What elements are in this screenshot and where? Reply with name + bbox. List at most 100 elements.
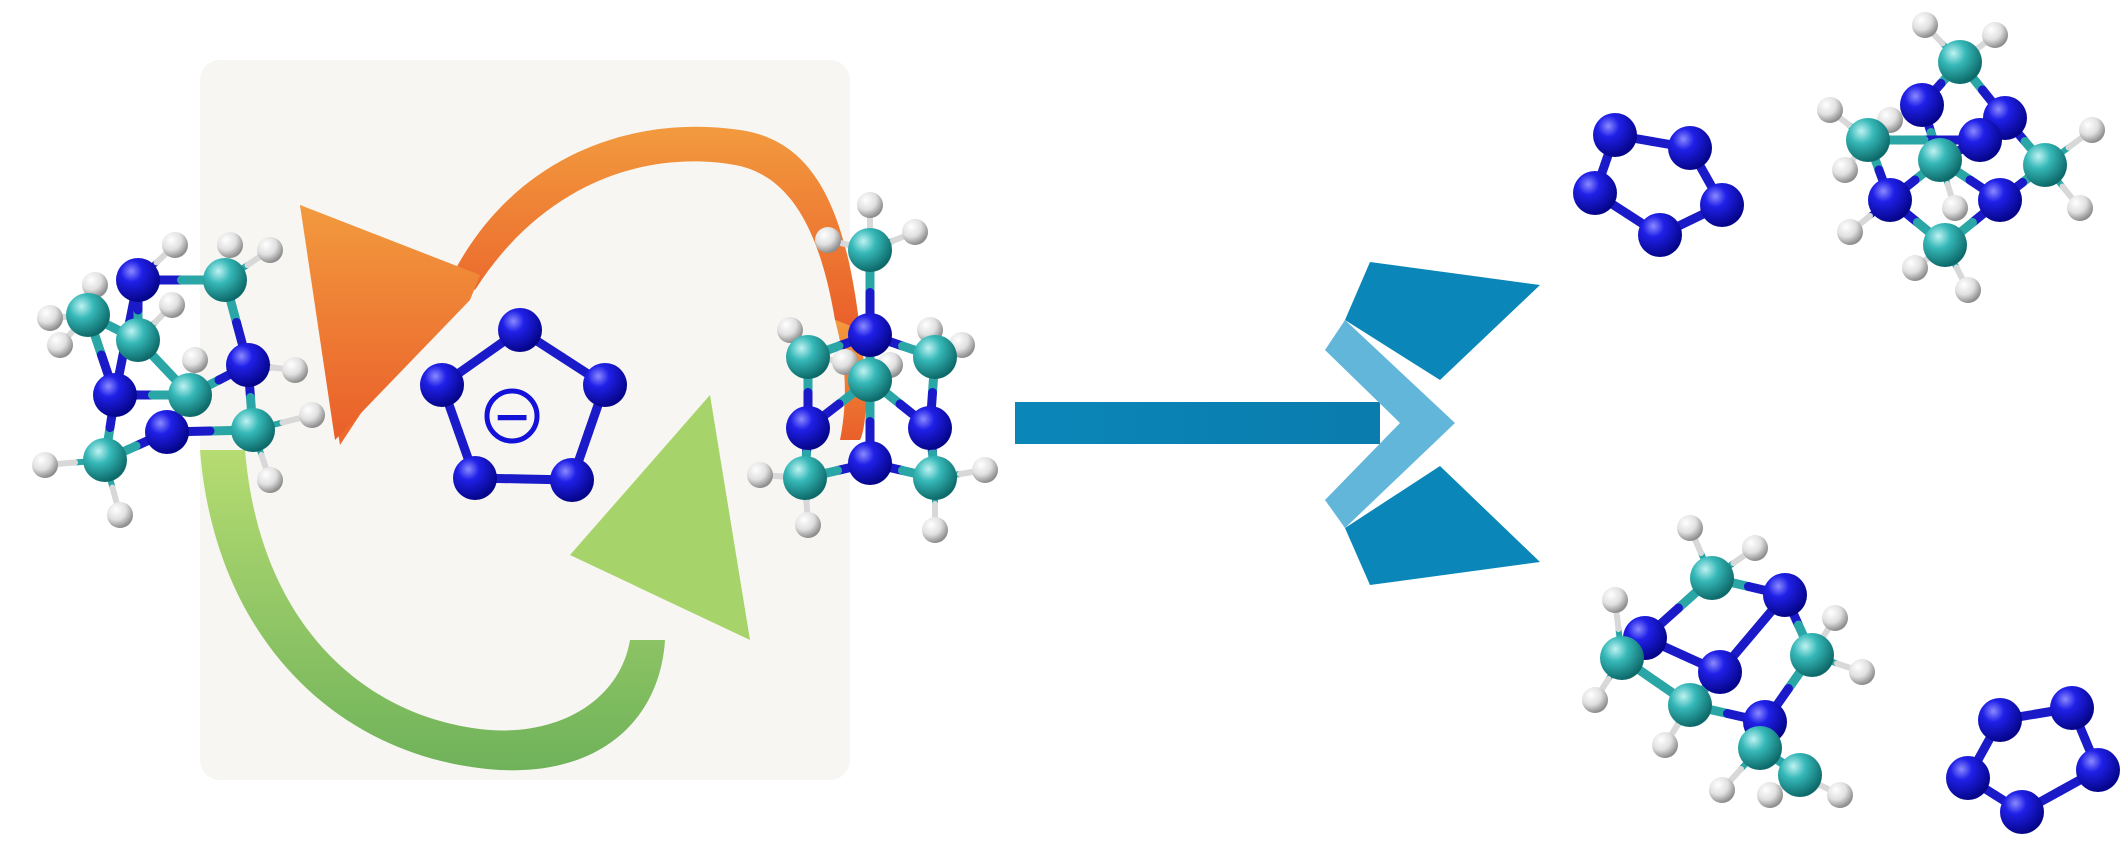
- carbon-atom: [913, 456, 957, 500]
- hydrogen-atom: [815, 227, 841, 253]
- hydrogen-atom: [82, 272, 108, 298]
- hydrogen-atom: [1822, 605, 1848, 631]
- hydrogen-atom: [1817, 97, 1843, 123]
- nitrogen-atom: [498, 308, 542, 352]
- charge-symbol: −: [493, 389, 532, 443]
- hydrogen-atom: [1757, 782, 1783, 808]
- nitrogen-atom: [145, 410, 189, 454]
- carbon-atom: [1738, 726, 1782, 770]
- hydrogen-atom: [1677, 515, 1703, 541]
- pentazolate-anion: [420, 308, 627, 502]
- nitrogen-atom: [550, 458, 594, 502]
- cation-left: [32, 232, 325, 528]
- cation-product-bottom: [1582, 515, 1875, 808]
- nitrogen-atom: [2000, 790, 2044, 834]
- hydrogen-atom: [902, 219, 928, 245]
- nitrogen-atom: [1900, 83, 1944, 127]
- nitrogen-atom: [1958, 118, 2002, 162]
- hydrogen-atom: [1902, 255, 1928, 281]
- carbon-atom: [66, 293, 110, 337]
- carbon-atom: [1918, 138, 1962, 182]
- carbon-atom: [1600, 636, 1644, 680]
- hydrogen-atom: [1942, 195, 1968, 221]
- nitrogen-atom: [116, 258, 160, 302]
- split-arrow-lower-head: [1345, 466, 1540, 585]
- carbon-atom: [1778, 753, 1822, 797]
- hydrogen-atom: [1582, 687, 1608, 713]
- hydrogen-atom: [37, 305, 63, 331]
- nitrogen-atom: [1978, 178, 2022, 222]
- nitrogen-atom: [2076, 748, 2120, 792]
- carbon-atom: [1690, 556, 1734, 600]
- carbon-atom: [83, 438, 127, 482]
- hydrogen-atom: [1652, 732, 1678, 758]
- hydrogen-atom: [2067, 195, 2093, 221]
- carbon-atom: [231, 408, 275, 452]
- carbon-atom: [848, 228, 892, 272]
- hydrogen-atom: [747, 462, 773, 488]
- carbon-atom: [1923, 223, 1967, 267]
- nitrogen-atom: [1698, 650, 1742, 694]
- nitrogen-atom: [848, 313, 892, 357]
- carbon-atom: [116, 318, 160, 362]
- hydrogen-atom: [107, 502, 133, 528]
- hydrogen-atom: [162, 232, 188, 258]
- nitrogen-atom: [1700, 183, 1744, 227]
- nitrogen-atom: [848, 441, 892, 485]
- hydrogen-atom: [857, 192, 883, 218]
- cation-right: [747, 192, 998, 543]
- hydrogen-atom: [1912, 12, 1938, 38]
- hydrogen-atom: [1832, 157, 1858, 183]
- nitrogen-atom: [420, 363, 464, 407]
- hydrogen-atom: [299, 402, 325, 428]
- carbon-atom: [848, 358, 892, 402]
- nitrogen-atom: [583, 363, 627, 407]
- carbon-atom: [1846, 118, 1890, 162]
- nitrogen-atom: [1668, 126, 1712, 170]
- green-cycle-arrow: [200, 395, 750, 771]
- carbon-atom: [203, 258, 247, 302]
- charge-circle: [484, 388, 540, 444]
- nitrogen-atom: [1573, 171, 1617, 215]
- hydrogen-atom: [1837, 219, 1863, 245]
- hydrogen-atom: [795, 512, 821, 538]
- hydrogen-atom: [777, 317, 803, 343]
- hydrogen-atom: [182, 347, 208, 373]
- hydrogen-atom: [1827, 782, 1853, 808]
- hydrogen-atom: [972, 457, 998, 483]
- carbon-atom: [1668, 683, 1712, 727]
- nitrogen-atom: [1638, 213, 1682, 257]
- hydrogen-atom: [1849, 659, 1875, 685]
- carbon-atom: [168, 373, 212, 417]
- hydrogen-atom: [257, 237, 283, 263]
- split-arrow-light-chevron: [1325, 320, 1455, 528]
- hydrogen-atom: [1742, 535, 1768, 561]
- carbon-atom: [783, 456, 827, 500]
- hydrogen-atom: [159, 292, 185, 318]
- hydrogen-atom: [2079, 117, 2105, 143]
- carbon-atom: [913, 335, 957, 379]
- hydrogen-atom: [282, 357, 308, 383]
- nitrogen-atom: [1593, 113, 1637, 157]
- split-arrow-upper-head: [1345, 262, 1540, 380]
- hydrogen-atom: [1709, 777, 1735, 803]
- nitrogen-atom: [93, 373, 137, 417]
- nitrogen-atom: [908, 406, 952, 450]
- nitrogen-atom: [1868, 178, 1912, 222]
- nitrogen-atom: [1946, 756, 1990, 800]
- hydrogen-atom: [217, 232, 243, 258]
- hydrogen-atom: [1982, 22, 2008, 48]
- nitrogen-atom: [453, 456, 497, 500]
- carbon-atom: [1790, 633, 1834, 677]
- nitrogen-atom: [1763, 573, 1807, 617]
- hydrogen-atom: [922, 517, 948, 543]
- reaction-arrow: [1015, 262, 1540, 585]
- hydrogen-atom: [47, 332, 73, 358]
- carbon-atom: [1938, 40, 1982, 84]
- nitrogen-atom: [1978, 698, 2022, 742]
- hydrogen-atom: [1602, 587, 1628, 613]
- cation-product-top: [1817, 12, 2105, 303]
- carbon-atom: [786, 335, 830, 379]
